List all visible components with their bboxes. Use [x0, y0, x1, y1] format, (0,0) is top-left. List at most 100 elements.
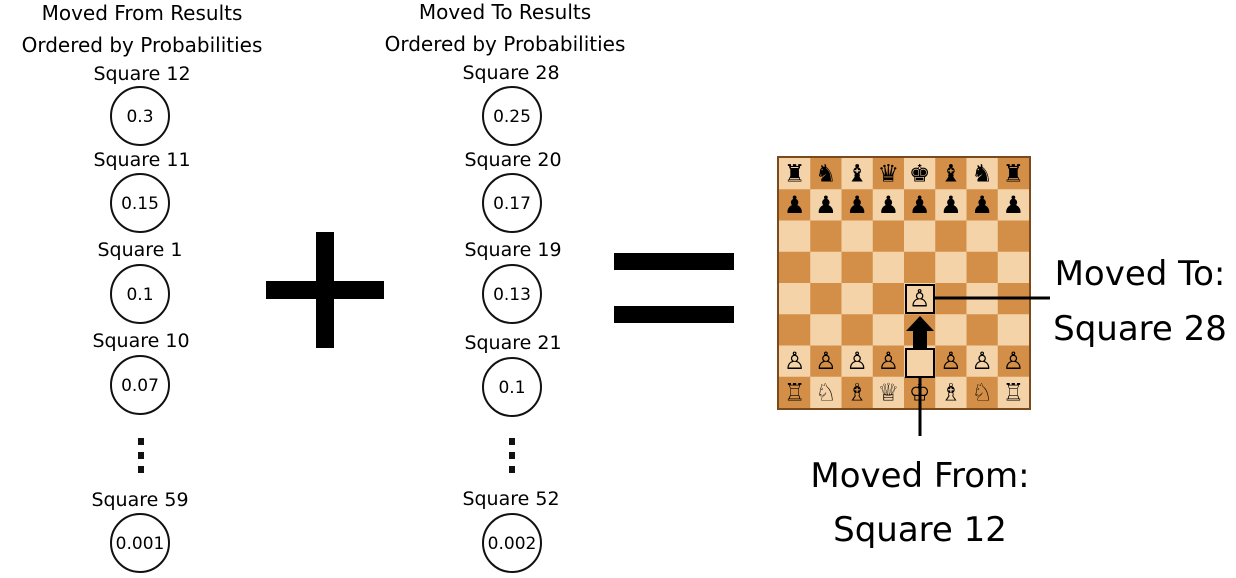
from-item-label: Square 1 [97, 239, 182, 261]
from-item-label: Square 10 [92, 330, 189, 352]
moved-from-heading-line2: Ordered by Probabilities [22, 33, 263, 57]
board-square [810, 251, 842, 284]
board-square [966, 376, 999, 409]
board-square [997, 376, 1030, 409]
board-square [810, 314, 842, 346]
board-square [935, 314, 967, 346]
chess-piece-icon: ♜ [1003, 160, 1025, 188]
board-square [779, 251, 811, 284]
from-item-label: Square 12 [93, 63, 190, 85]
chess-piece-icon: ♜ [784, 160, 806, 188]
board-square [779, 220, 811, 253]
moved-from-column: Moved From Results Ordered by Probabilit… [22, 1, 263, 573]
to-probability-value: 0.002 [488, 534, 537, 554]
board-square [810, 376, 842, 409]
board-square [810, 189, 842, 221]
chess-piece-icon: ♙ [878, 347, 900, 375]
board-square [779, 376, 811, 409]
board-square [935, 220, 967, 253]
board-square [935, 376, 967, 409]
board-square [779, 189, 811, 221]
from-probability-value: 0.1 [126, 285, 153, 305]
chess-piece-icon: ♞ [971, 160, 993, 188]
board-square [904, 283, 936, 315]
from-probability-value: 0.3 [126, 107, 153, 127]
board-square [935, 189, 967, 221]
moved-from-label-line1: Moved From: [810, 456, 1029, 496]
chess-piece-icon: ♘ [815, 378, 837, 406]
chess-piece-icon: ♝ [940, 160, 962, 188]
board-square [841, 158, 874, 190]
chess-piece-icon: ♙ [846, 347, 868, 375]
from-probability-circle [110, 86, 170, 146]
board-square [935, 251, 967, 284]
board-square [841, 345, 874, 378]
board-square [872, 220, 905, 253]
chess-piece-icon: ♙ [971, 347, 993, 375]
to-probability-circle [482, 264, 542, 324]
to-probability-circle [482, 357, 542, 417]
from-probability-circle [110, 173, 170, 233]
board-square [997, 158, 1030, 190]
board-square [966, 314, 999, 346]
board-square [810, 283, 842, 315]
to-ellipsis-dots [509, 438, 515, 473]
moved-from-label-line2: Square 12 [833, 510, 1007, 550]
board-square [872, 376, 905, 409]
board-square [872, 189, 905, 221]
board-square [966, 158, 999, 190]
moved-from-heading-line1: Moved From Results [42, 1, 243, 25]
board-square [779, 283, 811, 315]
chess-piece-icon: ♚ [909, 160, 931, 188]
board-square [841, 251, 874, 284]
chess-piece-icon: ♟ [909, 191, 931, 219]
board-square [997, 220, 1030, 253]
board-square [997, 345, 1030, 378]
move-arrow [906, 316, 934, 350]
plus-operator: + [266, 232, 384, 348]
chess-piece-icon: ♙ [784, 347, 806, 375]
board-square [810, 345, 842, 378]
moved-from-callout: Moved From: Square 12 [810, 377, 1030, 550]
board-square [779, 158, 811, 190]
to-item-label: Square 21 [464, 332, 561, 354]
board-square [872, 345, 905, 378]
to-probability-circle [482, 173, 542, 233]
chess-piece-icon: ♙ [815, 347, 837, 375]
board-square [841, 220, 874, 253]
from-probability-circle [110, 355, 170, 415]
board-square [904, 158, 936, 190]
board-square [966, 345, 999, 378]
board-square [872, 314, 905, 346]
board-square [872, 251, 905, 284]
board-square [810, 158, 842, 190]
moved-to-heading-line1: Moved To Results [419, 0, 591, 24]
equals-operator: = [614, 253, 734, 323]
board-square [935, 345, 967, 378]
board-border [777, 156, 1031, 410]
chess-piece-icon: ♟ [971, 191, 993, 219]
board-square [904, 189, 936, 221]
chess-piece-icon: ♟ [1003, 191, 1025, 219]
from-probability-value: 0.15 [121, 194, 159, 214]
from-item-label: Square 59 [91, 489, 188, 511]
chess-piece-icon: ♟ [846, 191, 868, 219]
chess-piece-icon: ♙ [909, 285, 931, 313]
chess-piece-icon: ♟ [815, 191, 837, 219]
chess-piece-icon: ♖ [784, 378, 806, 406]
chess-piece-icon: ♝ [846, 160, 868, 188]
to-item-label: Square 28 [462, 62, 559, 84]
chess-piece-icon: ♟ [784, 191, 806, 219]
board-square [966, 251, 999, 284]
chess-piece-icon: ♙ [940, 347, 962, 375]
moved-to-column: Moved To Results Ordered by Probabilitie… [385, 0, 625, 573]
board-square [872, 158, 905, 190]
chess-piece-icon: ♛ [878, 160, 900, 188]
chess-piece-icon: ♗ [846, 378, 868, 406]
to-probability-value: 0.25 [493, 107, 531, 127]
board-square [904, 251, 936, 284]
board-square [779, 314, 811, 346]
board-square [779, 345, 811, 378]
chess-piece-icon: ♟ [878, 191, 900, 219]
to-item-label: Square 19 [464, 239, 561, 261]
